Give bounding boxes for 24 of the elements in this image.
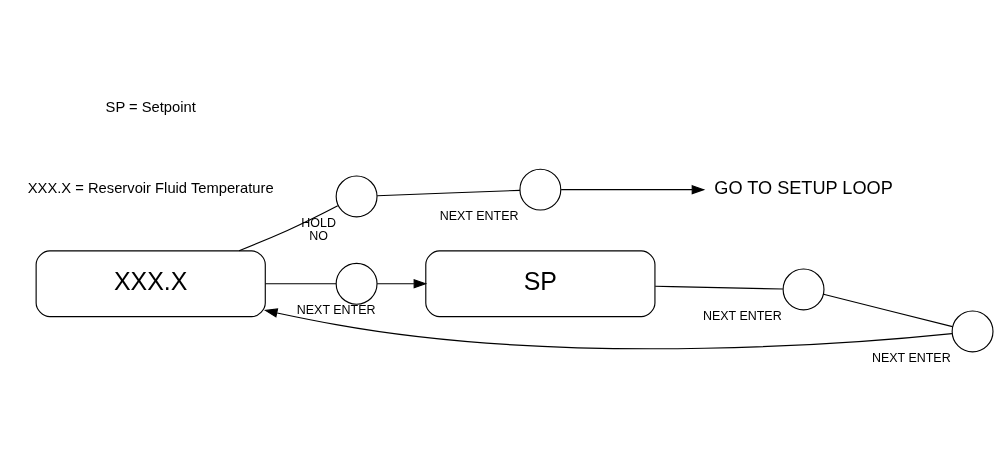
label: SP = Setpoint bbox=[105, 98, 196, 115]
node-box: SP bbox=[424, 250, 655, 318]
node-circle bbox=[782, 268, 825, 311]
node-label: NEXT ENTER bbox=[702, 308, 782, 323]
arrow bbox=[263, 308, 953, 350]
node-circle bbox=[518, 168, 561, 211]
connector bbox=[654, 285, 783, 290]
label: XXX.X = Reservoir Fluid Temperature bbox=[27, 180, 274, 197]
node-box: XXX.X bbox=[35, 250, 266, 318]
node-label: NEXT ENTER bbox=[296, 303, 376, 318]
node-label: NEXT ENTER bbox=[871, 350, 951, 365]
connector bbox=[238, 205, 338, 252]
node-text: GO TO SETUP LOOP bbox=[713, 177, 893, 198]
node-label: NEXT ENTER bbox=[439, 209, 518, 224]
node-circle bbox=[951, 310, 994, 353]
node-circle bbox=[335, 175, 378, 218]
node-label: HOLD bbox=[300, 215, 336, 230]
connector bbox=[264, 283, 337, 285]
arrow bbox=[376, 279, 427, 289]
arrow bbox=[560, 184, 705, 195]
node-label: NO bbox=[308, 229, 328, 244]
connector bbox=[822, 293, 953, 328]
node-circle bbox=[335, 262, 378, 305]
connector bbox=[376, 189, 520, 197]
